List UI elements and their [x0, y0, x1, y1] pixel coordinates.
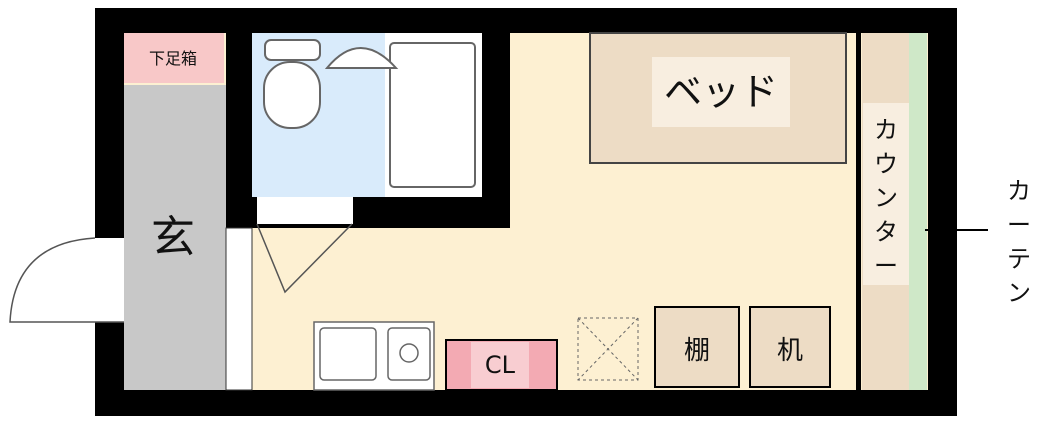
shoe-box — [124, 33, 224, 83]
kitchen-sink — [319, 327, 377, 381]
bed-label-bg — [652, 57, 790, 127]
washbasin — [324, 47, 399, 69]
counter-char: ウ — [874, 150, 898, 178]
bathtub — [389, 42, 476, 188]
closet-label: CL — [485, 351, 516, 379]
curtain-char: ー — [1007, 211, 1031, 239]
front-door-swing — [9, 237, 124, 323]
shoe-box-label: 下足箱 — [149, 49, 197, 68]
counter-label-bg — [863, 103, 909, 285]
closet-label-bg — [471, 342, 529, 388]
toilet-bowl — [263, 61, 321, 129]
stove-burner — [399, 343, 419, 363]
toilet-tank — [264, 39, 321, 61]
bathroom-door-swing — [256, 223, 353, 294]
curtain-char: テ — [1007, 245, 1031, 273]
entrance-floor — [124, 85, 226, 390]
shelf — [654, 306, 740, 388]
entrance-label: 玄 — [151, 212, 195, 263]
counter-char: ン — [874, 184, 898, 212]
curtain-char: ン — [1007, 279, 1031, 307]
appliance-space — [577, 317, 639, 381]
desk — [749, 306, 831, 388]
counter-char: カ — [874, 116, 898, 144]
bed-label: ベッド — [664, 70, 778, 114]
counter-char: ー — [874, 252, 898, 280]
counter-char: タ — [874, 218, 898, 246]
entrance-step — [225, 227, 253, 391]
appliance-cross-b — [577, 317, 639, 381]
counter-divider — [856, 33, 861, 390]
curtain-char: カ — [1007, 177, 1031, 205]
curtain — [909, 33, 927, 390]
bathroom-door-frame — [257, 197, 353, 224]
desk-label: 机 — [777, 336, 803, 366]
shelf-label: 棚 — [684, 336, 710, 366]
